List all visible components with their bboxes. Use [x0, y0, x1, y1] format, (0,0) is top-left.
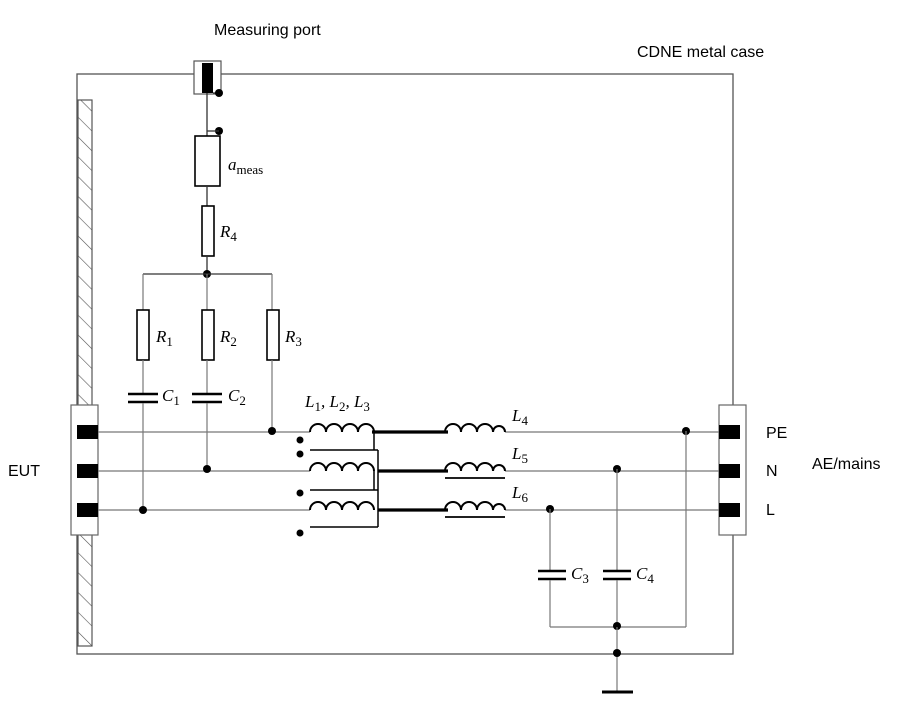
l1-l2-l3-label: L1, L2, L3 [304, 392, 370, 414]
resistor-r4 [201, 205, 215, 257]
eut-label: EUT [8, 463, 40, 480]
l5-label: L5 [511, 444, 528, 466]
ameas-label: ameas [228, 155, 263, 177]
measuring-port-label: Measuring port [214, 22, 321, 39]
c3-label: C3 [571, 564, 589, 586]
eut-pin-pe [77, 425, 98, 439]
resistor-r1 [136, 309, 150, 361]
eut-pin-l [77, 503, 98, 517]
ae-pin-pe [719, 425, 740, 439]
eut-ground-plane [77, 99, 93, 647]
inductor-l1-l2-l3 [296, 423, 379, 537]
c1-label: C1 [162, 386, 180, 408]
attenuator-ameas [194, 135, 221, 187]
r3-label: R3 [284, 327, 302, 349]
resistor-r3 [266, 309, 280, 361]
measuring-port-pin [202, 63, 213, 93]
r1-label: R1 [155, 327, 173, 349]
ae-pin-n [719, 464, 740, 478]
inductor-l6 [444, 501, 506, 518]
inductor-l5 [444, 462, 506, 479]
l-label: L [766, 502, 775, 519]
case-label: CDNE metal case [637, 44, 764, 61]
inductor-l4 [444, 423, 506, 433]
c2-label: C2 [228, 386, 246, 408]
eut-pin-n [77, 464, 98, 478]
r2-label: R2 [219, 327, 237, 349]
metal-case-outline [76, 73, 734, 655]
ae-mains-label: AE/mains [812, 456, 880, 473]
n-label: N [766, 463, 778, 480]
l6-label: L6 [511, 483, 528, 505]
r4-label: R4 [219, 222, 237, 244]
pe-label: PE [766, 425, 787, 442]
l4-label: L4 [511, 406, 528, 428]
resistor-r2 [201, 309, 215, 361]
ae-pin-l [719, 503, 740, 517]
c4-label: C4 [636, 564, 654, 586]
